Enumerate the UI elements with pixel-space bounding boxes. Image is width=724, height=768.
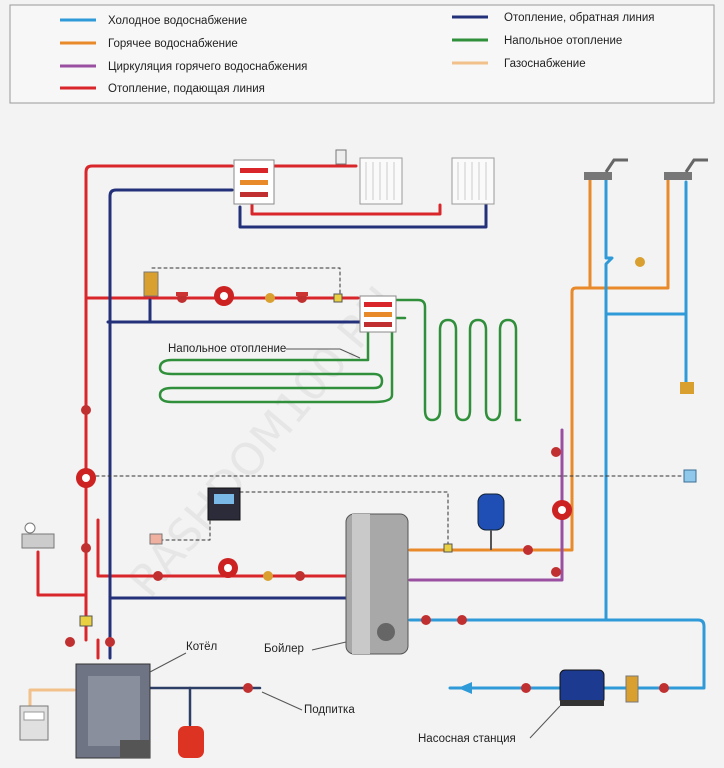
legend-label-circulation: Циркуляция горячего водоснабжения: [108, 61, 307, 73]
circulation-pipes: [408, 428, 564, 582]
dhw-expansion-tank: [477, 493, 505, 550]
sensor-icon: [149, 533, 163, 545]
radiator-manifold: [233, 159, 275, 205]
pump-main-circuit: [76, 468, 96, 488]
safety-group: [21, 522, 55, 549]
legend: Холодное водоснабжение Горячее водоснабж…: [9, 4, 715, 104]
radiator-valve-icon: [335, 149, 347, 165]
legend-label-supply: Отопление, подающая линия: [108, 83, 265, 95]
floor-heating-loops: [158, 298, 522, 422]
floor-heating-manifold: [359, 295, 397, 333]
label-makeup: Подпитка: [304, 704, 355, 716]
label-pump-station: Насосная станция: [418, 733, 516, 745]
water-filter: [625, 675, 639, 703]
legend-label-cold: Холодное водоснабжение: [108, 15, 247, 27]
label-water-heater: Бойлер: [264, 643, 304, 655]
valves: [65, 257, 669, 693]
hot-water-pipes: [408, 178, 670, 552]
legend-label-gas: Газоснабжение: [504, 58, 586, 70]
label-floor-heating: Напольное отопление: [168, 343, 286, 355]
outdoor-sensor-icon: [683, 469, 697, 483]
gas-meter: [19, 705, 49, 741]
radiator-1: [359, 157, 403, 205]
cold-water-pipes: [408, 178, 706, 690]
water-heater: [345, 513, 409, 655]
sensor-icon: [443, 543, 453, 553]
pump-station: [559, 669, 605, 706]
faucet-1: [584, 158, 628, 180]
pump-dhw-circulation: [552, 500, 572, 520]
label-boiler-unit: Котёл: [186, 641, 217, 653]
sensor-icon: [79, 615, 93, 627]
legend-label-floor: Напольное отопление: [504, 35, 622, 47]
pump-boiler-circuit: [218, 558, 238, 578]
sensor-icon: [333, 293, 343, 303]
pump-radiator-circuit: [214, 286, 234, 306]
makeup-pipe: [148, 686, 262, 727]
heating-expansion-tank: [178, 726, 204, 758]
radiator-2: [451, 157, 495, 205]
fitting-icon: [680, 382, 694, 394]
legend-label-hot: Горячее водоснабжение: [108, 38, 238, 50]
gas-pipe: [28, 688, 76, 707]
gas-boiler: [75, 663, 151, 759]
inlet-arrow-icon: [458, 682, 472, 694]
mixing-valve: [143, 271, 159, 297]
faucet-2: [664, 158, 708, 180]
controller-unit: [207, 487, 241, 521]
control-wiring: [89, 267, 691, 546]
diagram-labels: Напольное отопление Котёл Бойлер Подпитк…: [149, 343, 561, 745]
legend-label-return: Отопление, обратная линия: [504, 12, 654, 24]
